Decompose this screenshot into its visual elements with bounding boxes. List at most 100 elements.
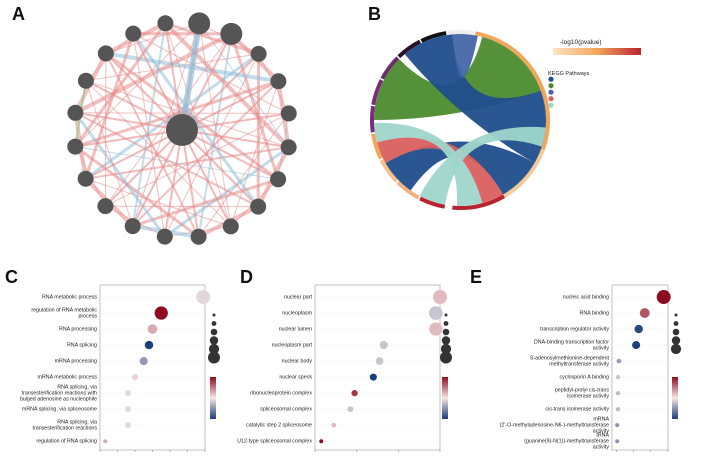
data-point	[615, 423, 620, 428]
network-edge	[164, 21, 260, 56]
kegg-legend-title: KEGG Pathways	[548, 71, 590, 77]
network-node	[157, 15, 174, 32]
chord-gene-arc	[397, 39, 421, 59]
data-point	[139, 357, 148, 366]
count-legend-dot	[440, 351, 452, 364]
category-label: RNA binding	[580, 311, 609, 317]
network-node	[97, 198, 114, 215]
network-node	[188, 12, 211, 35]
data-point	[615, 374, 621, 380]
color-legend-bar	[442, 377, 448, 419]
category-label: RNA splicing	[67, 343, 97, 349]
category-label: RNA metabolic process	[42, 295, 97, 301]
category-label-line: DNA-binding transcription factor	[534, 340, 609, 346]
data-point	[379, 340, 388, 350]
category-label: spliceosomal complex	[260, 407, 312, 413]
network-edge	[164, 23, 183, 131]
network-node	[250, 45, 267, 62]
chord-ribbon	[376, 137, 503, 204]
kegg-legend-swatch	[548, 83, 554, 89]
chord-ribbon	[452, 34, 478, 78]
data-point	[125, 422, 131, 429]
category-label-line: methyltransferase activity	[549, 362, 609, 368]
category-label-line: U12-type spliceosomal complex	[237, 439, 312, 445]
category-label: mRNA splicing, via spliceosome	[22, 407, 97, 413]
category-label-line: nuclear part	[284, 295, 312, 301]
category-label-line: nuclear speck	[279, 375, 312, 381]
category-label-line: regulation of RNA metabolic	[31, 308, 97, 314]
data-point	[615, 439, 620, 444]
color-legend-bar	[210, 377, 216, 419]
chord-gene-arc	[396, 180, 420, 200]
network-edge	[132, 32, 260, 208]
data-point	[634, 324, 643, 334]
data-point	[147, 324, 158, 334]
category-label-line: spliceosomal complex	[260, 407, 312, 413]
category-label: mRNA metabolic process	[38, 375, 98, 381]
network-edge	[84, 33, 135, 180]
category-label-line: tRNA	[596, 433, 609, 439]
network-node	[67, 138, 84, 155]
network-edge	[181, 129, 200, 237]
ppi-network	[67, 12, 297, 245]
network-edges	[73, 21, 291, 239]
category-label-line: activity	[593, 445, 610, 451]
data-point	[125, 390, 131, 397]
category-label-line: cyclosporin A binding	[560, 375, 610, 381]
data-point	[154, 306, 168, 320]
count-legend-dot	[440, 343, 452, 355]
category-label-line: RNA splicing, via	[57, 420, 97, 426]
category-label: transcription regulator activity	[540, 327, 609, 333]
category-label: mRNA processing	[55, 359, 97, 365]
network-node	[190, 228, 207, 245]
network-edge	[85, 80, 134, 227]
chord-ribbon	[419, 126, 546, 205]
network-edge	[105, 52, 183, 131]
chord-gene-arc	[371, 133, 383, 160]
network-edge	[181, 129, 279, 181]
category-label-line: RNA splicing, via	[57, 385, 97, 391]
count-legend-dot	[671, 336, 681, 345]
category-label-line: cis-trans isomerase activity	[545, 407, 609, 413]
chord-legend: -log10(pvalue) KEGG Pathways	[548, 39, 641, 108]
category-label: nucleoplasm	[282, 311, 312, 317]
panel-letter-a: A	[12, 4, 25, 24]
category-label: cis-trans isomerase activity	[545, 407, 609, 413]
network-edge	[164, 23, 232, 227]
network-node	[270, 171, 287, 188]
category-label-line: RNA splicing	[67, 343, 97, 349]
network-edge	[74, 22, 167, 148]
category-label: U12-type spliceosomal complex	[237, 439, 312, 445]
category-label-line: activity	[593, 429, 610, 435]
category-label: nuclear speck	[279, 375, 312, 381]
kegg-legend-swatch	[548, 89, 554, 95]
data-point	[433, 290, 447, 305]
category-label: nucleic acid binding	[563, 295, 609, 301]
data-point	[615, 390, 621, 396]
category-label: ribonucleoprotein complex	[250, 391, 312, 397]
colorbar-title: -log10(pvalue)	[560, 39, 602, 46]
network-edge	[75, 129, 183, 148]
count-legend-dot	[208, 343, 220, 355]
network-edge	[132, 177, 279, 228]
network-node	[270, 73, 287, 90]
network-edge	[75, 111, 183, 131]
data-point	[375, 357, 384, 366]
data-point	[616, 358, 622, 364]
category-label: nuclear body	[282, 359, 313, 365]
data-point	[347, 406, 354, 413]
count-legend-dot	[443, 321, 449, 326]
network-edge	[74, 145, 200, 238]
category-label: nucleoplasm part	[272, 343, 313, 349]
network-node	[250, 198, 267, 215]
data-point	[351, 389, 358, 397]
category-label-line: activity	[593, 346, 610, 352]
category-label: catalytic step 2 spliceosome	[246, 423, 312, 429]
network-edge	[181, 129, 289, 149]
network-edge	[85, 79, 183, 131]
data-point	[639, 308, 650, 318]
